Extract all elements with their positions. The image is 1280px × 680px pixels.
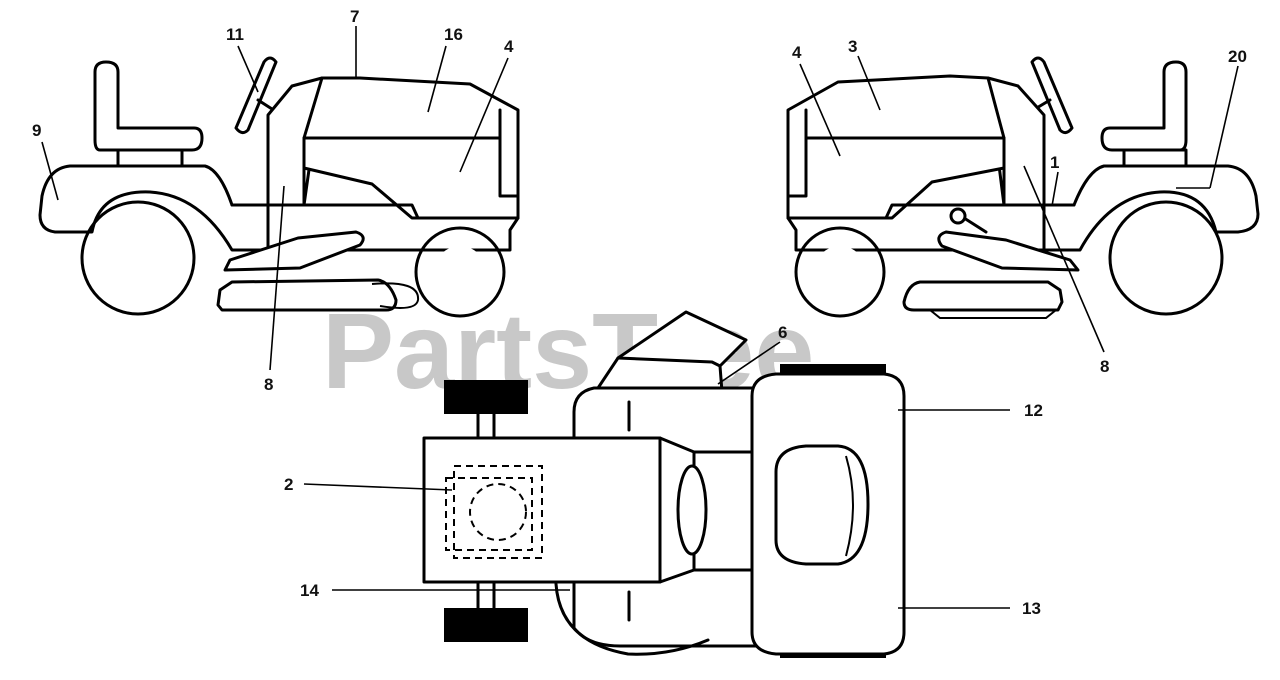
callout-14: 14: [300, 581, 319, 600]
deck-chute-left: [371, 282, 420, 309]
steering-wheel-top: [676, 464, 708, 556]
rear-fender-left: [38, 164, 270, 252]
front-wheel-top-upper: [444, 380, 528, 414]
steering-wheel-left: [234, 56, 278, 135]
deck-chute-right: [929, 309, 1057, 319]
callout-16: 16: [444, 25, 463, 44]
callout-labels: 11 7 16 4 9 8 4 3 1 20 8 6 12 13 2 14: [32, 7, 1247, 618]
rear-wheel-hub-right: [1132, 224, 1200, 292]
seat-top: [774, 444, 870, 566]
seat-right: [1100, 60, 1188, 152]
rear-wheel-hub-left: [104, 224, 172, 292]
filter-outline-dashed: [469, 483, 527, 541]
leader-1: [1051, 171, 1059, 207]
tractor-top-view: [422, 310, 906, 658]
callout-11: 11: [226, 25, 244, 44]
tractor-left-side-view: [38, 56, 520, 318]
callout-2: 2: [284, 475, 293, 494]
seat-back-top: [845, 455, 854, 557]
leader-6: [717, 341, 781, 385]
engine-outline-dashed-2: [445, 477, 533, 551]
chute-crease-top: [616, 356, 722, 368]
leader-4-left: [459, 57, 509, 173]
tractor-right-side-view: [786, 56, 1260, 319]
frame-right: [786, 203, 1076, 252]
rear-wheel-right: [1108, 200, 1224, 316]
callout-20: 20: [1228, 47, 1247, 66]
callout-1: 1: [1050, 153, 1059, 172]
callout-6: 6: [778, 323, 787, 342]
leader-16: [427, 45, 447, 113]
callout-8-left: 8: [264, 375, 273, 394]
callout-7: 7: [350, 7, 359, 26]
front-wheel-hub-left: [434, 246, 486, 298]
rear-fender-right: [1042, 164, 1260, 252]
steering-wheel-right: [1030, 56, 1074, 135]
engine-outline-dashed: [453, 465, 543, 559]
leader-lines: [41, 26, 1239, 609]
leader-9: [41, 141, 59, 201]
seat-base-right: [1122, 148, 1188, 168]
deck-edge-top: [554, 582, 710, 656]
frame-left: [230, 203, 520, 252]
hood-left: [302, 76, 520, 220]
callout-8-right: 8: [1100, 357, 1109, 376]
hood-right: [786, 74, 1006, 220]
seat-base-left: [116, 148, 184, 168]
footrest-right: [937, 230, 1080, 272]
callout-13: 13: [1022, 599, 1041, 618]
front-wheel-left: [414, 226, 506, 318]
leader-3: [857, 55, 881, 111]
leader-2: [303, 483, 453, 491]
callout-3: 3: [848, 37, 857, 56]
callout-4-right: 4: [792, 43, 802, 62]
mower-deck-right: [902, 280, 1064, 312]
leader-20: [1209, 65, 1239, 189]
leader-11: [237, 45, 259, 93]
seat-left: [93, 60, 204, 152]
callout-4-left: 4: [504, 37, 514, 56]
callout-12: 12: [1024, 401, 1043, 420]
front-wheel-top-lower: [444, 608, 528, 642]
grille-right: [786, 108, 808, 198]
lift-lever-right: [962, 216, 988, 234]
leader-8-right: [1023, 165, 1105, 353]
leader-4-right: [799, 63, 841, 157]
mower-deck-left: [216, 278, 398, 312]
front-wheel-right: [794, 226, 886, 318]
leader-8-left: [269, 185, 285, 371]
footrest-left: [223, 230, 365, 272]
grille-left: [498, 108, 520, 198]
lift-knob-right: [949, 207, 967, 225]
callout-9: 9: [32, 121, 41, 140]
rear-wheel-left: [80, 200, 196, 316]
front-wheel-hub-right: [814, 246, 866, 298]
